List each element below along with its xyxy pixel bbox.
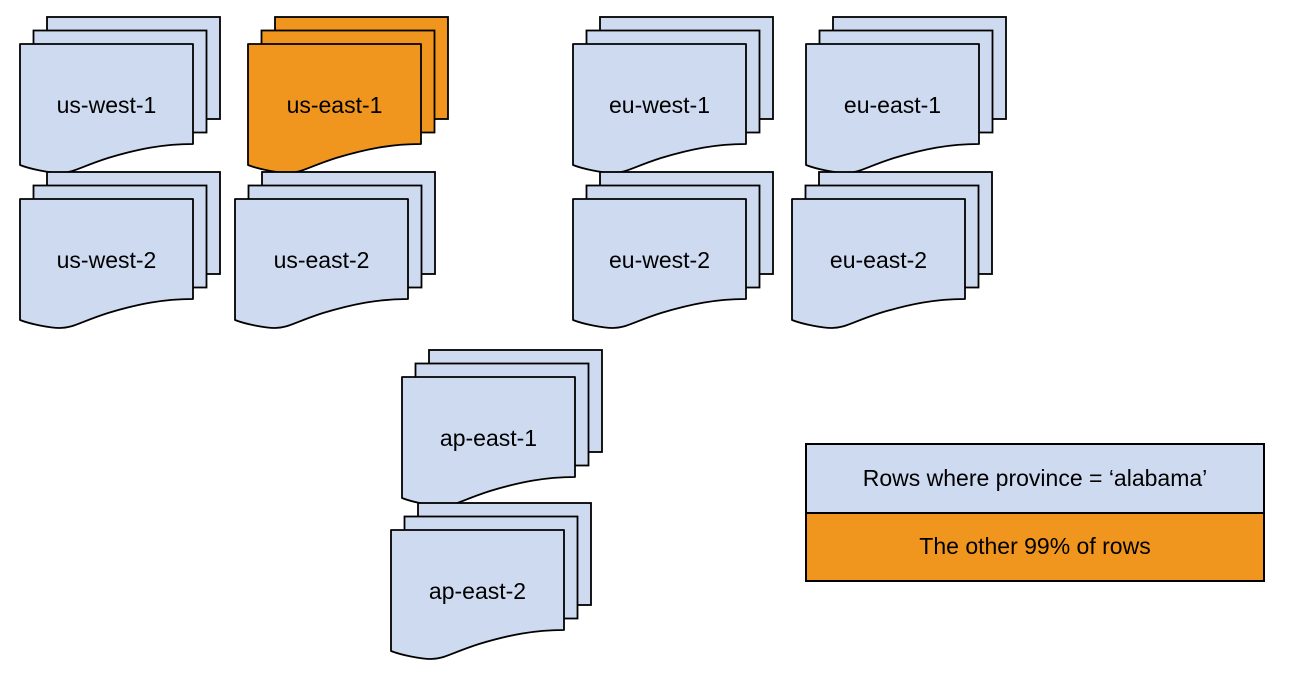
document-stack-eu-east-2: eu-east-2: [791, 171, 993, 329]
legend: Rows where province = ‘alabama’ The other…: [805, 443, 1265, 582]
document-stack-eu-west-2: eu-west-2: [572, 171, 774, 329]
document-stack-ap-east-2: ap-east-2: [390, 502, 592, 660]
stack-label: us-west-1: [57, 92, 157, 118]
stack-label: us-west-2: [57, 247, 157, 273]
document-stack-ap-east-1: ap-east-1: [401, 349, 603, 507]
stack-label: eu-west-1: [609, 92, 710, 118]
stack-label: eu-west-2: [609, 247, 710, 273]
legend-item-alabama-rows: Rows where province = ‘alabama’: [807, 445, 1263, 512]
document-page-front: [19, 43, 194, 174]
document-stack-us-east-1: us-east-1: [247, 16, 449, 174]
legend-item-label: Rows where province = ‘alabama’: [862, 464, 1208, 491]
document-page-front: [390, 529, 565, 660]
document-page-front: [247, 43, 422, 174]
document-page-front: [791, 198, 966, 329]
document-page-front: [805, 43, 980, 174]
document-page-front: [19, 198, 194, 329]
document-stack-us-west-1: us-west-1: [19, 16, 221, 174]
document-stack-us-east-2: us-east-2: [234, 171, 436, 329]
stack-label: us-east-1: [287, 92, 383, 118]
document-page-front: [572, 198, 747, 329]
legend-item-other-rows: The other 99% of rows: [807, 511, 1263, 580]
stack-label: ap-east-1: [440, 425, 537, 451]
legend-item-label: The other 99% of rows: [919, 533, 1151, 560]
document-page-front: [234, 198, 409, 329]
document-page-front: [572, 43, 747, 174]
stack-label: ap-east-2: [429, 578, 526, 604]
document-stack-us-west-2: us-west-2: [19, 171, 221, 329]
stack-label: eu-east-2: [830, 247, 927, 273]
stack-label: eu-east-1: [844, 92, 941, 118]
stack-label: us-east-2: [274, 247, 370, 273]
document-stack-eu-west-1: eu-west-1: [572, 16, 774, 174]
document-stack-eu-east-1: eu-east-1: [805, 16, 1007, 174]
